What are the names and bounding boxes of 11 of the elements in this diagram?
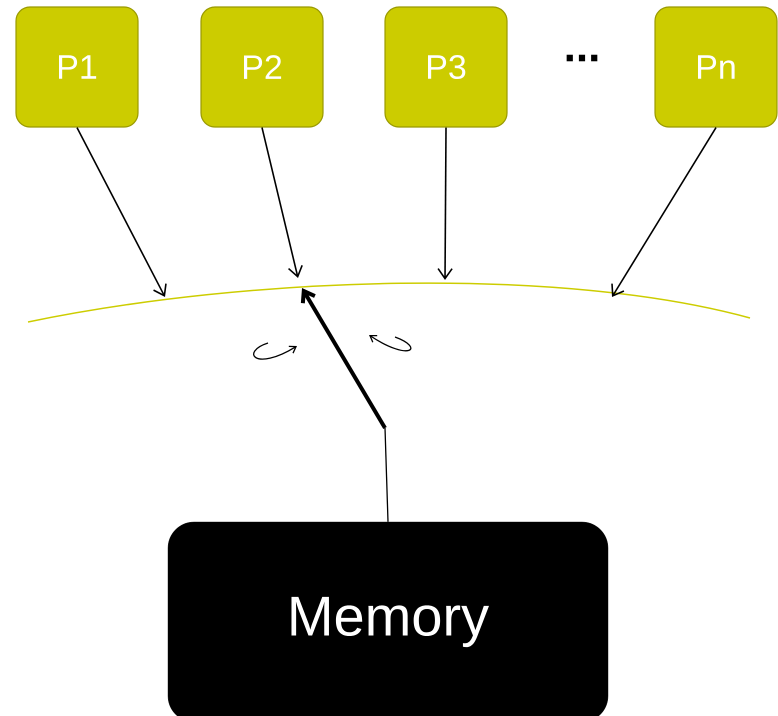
ellipsis: ... xyxy=(566,54,598,62)
arrow xyxy=(611,127,717,297)
processor-box: Pn xyxy=(654,6,778,128)
arrow xyxy=(437,128,453,280)
processor-box: P2 xyxy=(200,6,324,128)
arrow xyxy=(300,288,389,522)
arrow xyxy=(76,127,167,297)
processor-box: P1 xyxy=(15,6,139,128)
processor-box: P3 xyxy=(384,6,508,128)
memory-box: Memory xyxy=(168,522,608,716)
arrow xyxy=(261,127,303,278)
